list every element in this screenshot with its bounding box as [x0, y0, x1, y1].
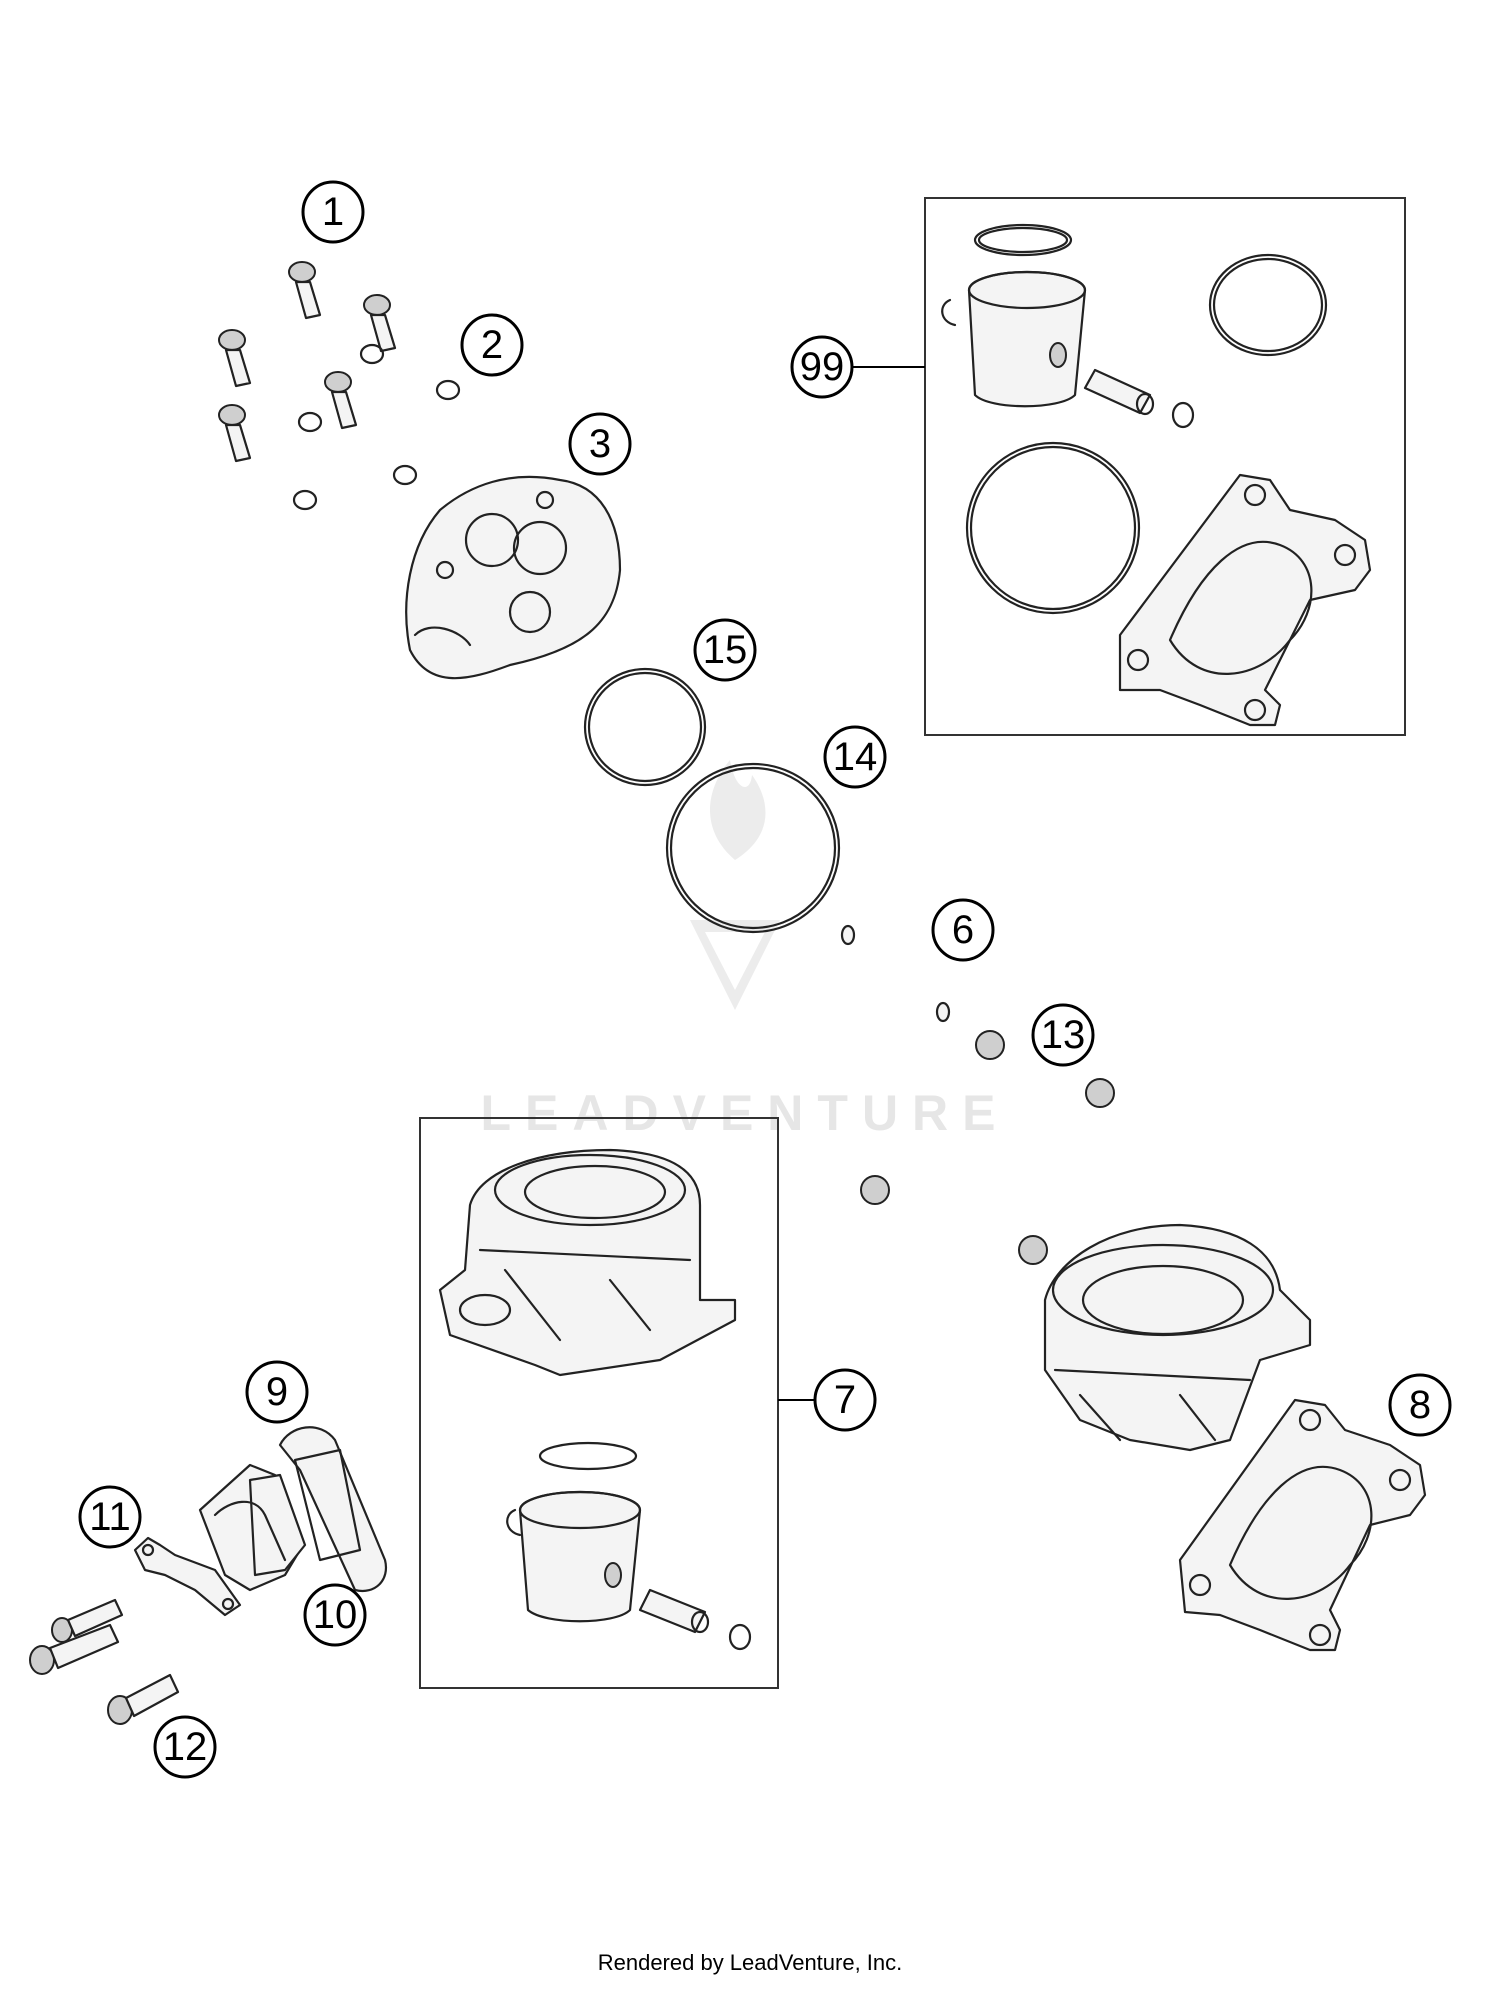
flange-screw-icon	[107, 1673, 180, 1725]
callout-2: 2	[460, 313, 524, 377]
washers	[292, 343, 461, 511]
screw-icon	[218, 404, 252, 463]
screw-icon	[288, 261, 322, 320]
large-o-ring-inner-icon	[969, 445, 1137, 611]
piston-icon	[967, 270, 1087, 408]
watermark: LEADVENTURE	[480, 760, 1009, 1141]
dowel-pin-icon	[935, 1001, 951, 1023]
callout-9: 9	[245, 1360, 309, 1424]
cylinder-head-icon	[405, 475, 622, 680]
callout-13-label: 13	[1041, 1013, 1086, 1057]
cylinder-icon	[438, 1148, 737, 1377]
cylinder-8-icon	[1043, 1223, 1312, 1452]
callout-12: 12	[153, 1715, 217, 1779]
callout-15: 15	[693, 618, 757, 682]
callout-9-label: 9	[266, 1370, 288, 1414]
callout-2-label: 2	[481, 323, 503, 367]
callout-1: 1	[301, 180, 365, 244]
callout-6: 6	[931, 898, 995, 962]
callout-12-label: 12	[163, 1725, 208, 1769]
callout-13: 13	[1031, 1003, 1095, 1067]
watermark-flame-icon	[710, 760, 766, 860]
nut-icon	[975, 1030, 1005, 1060]
callout-10: 10	[303, 1583, 367, 1647]
piston-ring-inner-icon	[977, 226, 1069, 254]
callout-11-label: 11	[89, 1495, 131, 1539]
o-ring-icon	[1208, 253, 1328, 357]
callout-3: 3	[568, 412, 632, 476]
nut-icon	[1085, 1078, 1115, 1108]
flange-screw-icon	[29, 1623, 120, 1675]
callout-8-label: 8	[1409, 1383, 1431, 1427]
callout-7-label: 7	[834, 1378, 856, 1422]
circlip-icon	[941, 298, 957, 327]
circlip-icon	[506, 1508, 522, 1537]
base-gasket-icon	[1118, 473, 1372, 727]
washer-icon	[435, 379, 461, 401]
callout-8: 8	[1388, 1373, 1452, 1437]
dowel-pins	[840, 924, 951, 1023]
callout-14: 14	[823, 725, 887, 789]
kit-box-7	[419, 1117, 825, 1689]
watermark-brand: LEADVENTURE	[480, 1085, 1009, 1141]
base-gasket-8-icon	[1178, 1398, 1427, 1652]
footer-credit: Rendered by LeadVenture, Inc.	[597, 1950, 903, 1975]
callout-7: 7	[813, 1368, 877, 1432]
callout-6-label: 6	[952, 908, 974, 952]
kit-box-99	[850, 197, 1406, 736]
callout-3-label: 3	[589, 422, 611, 466]
nuts	[860, 1030, 1115, 1265]
circlip-small-icon	[1171, 401, 1195, 429]
flange-screw-icon	[51, 1598, 124, 1643]
washer-icon	[359, 343, 385, 365]
callout-14-label: 14	[833, 735, 878, 779]
intake-flange-icon	[198, 1463, 307, 1592]
piston-ring-icon	[538, 1441, 638, 1471]
callout-11: 11	[78, 1485, 142, 1549]
callout-99-label: 99	[800, 345, 845, 389]
o-ring-inner-icon	[1212, 257, 1324, 353]
callout-15-label: 15	[703, 628, 748, 672]
flange-screws	[29, 1598, 180, 1725]
nut-icon	[1018, 1235, 1048, 1265]
dowel-pin-icon	[840, 924, 856, 946]
piston-pin-icon	[638, 1588, 710, 1634]
washer-icon	[297, 411, 323, 433]
bracket-icon	[133, 1536, 242, 1617]
piston-icon	[518, 1490, 642, 1623]
callout-1-label: 1	[322, 190, 344, 234]
piston-pin-icon	[1083, 368, 1155, 416]
o-ring-14-icon	[665, 762, 841, 934]
screw-icon	[324, 371, 358, 430]
callout-10-label: 10	[313, 1593, 358, 1637]
large-o-ring-icon	[965, 441, 1141, 615]
screw-icon	[218, 329, 252, 388]
washer-icon	[392, 464, 418, 486]
nut-icon	[860, 1175, 890, 1205]
piston-ring-icon	[973, 223, 1073, 257]
o-ring-15-icon	[583, 667, 707, 787]
screw-icon	[363, 294, 397, 353]
circlip-small-icon	[728, 1623, 752, 1651]
kit-box-7-frame	[419, 1117, 779, 1689]
callout-99: 99	[790, 335, 854, 399]
intake-gasket-icon	[278, 1426, 388, 1593]
cylinder-head-screws	[218, 261, 397, 463]
kit-box-99-frame	[924, 197, 1406, 736]
washer-icon	[292, 489, 318, 511]
watermark-chevron-icon	[690, 920, 780, 1010]
